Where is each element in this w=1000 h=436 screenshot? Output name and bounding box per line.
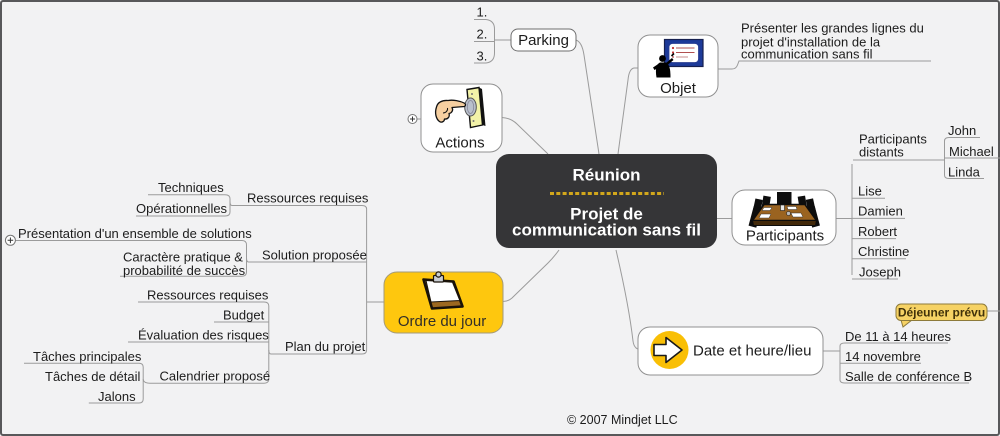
svg-text:Date et heure/lieu: Date et heure/lieu [693, 343, 811, 360]
svg-text:Déjeuner prévu: Déjeuner prévu [898, 306, 985, 320]
svg-text:Présenter les grandes lignes d: Présenter les grandes lignes du [741, 21, 924, 36]
svg-text:probabilité de succès: probabilité de succès [123, 263, 246, 278]
svg-text:Salle de conférence B: Salle de conférence B [845, 369, 972, 384]
svg-text:Jalons: Jalons [98, 389, 136, 404]
svg-text:Opérationnelles: Opérationnelles [136, 201, 228, 216]
svg-text:Robert: Robert [858, 224, 897, 239]
svg-text:Évaluation des risques: Évaluation des risques [138, 328, 269, 343]
svg-text:Tâches de détail: Tâches de détail [45, 369, 141, 384]
svg-text:3.: 3. [477, 49, 488, 64]
svg-text:Christine: Christine [858, 244, 909, 259]
svg-text:Budget: Budget [223, 308, 265, 323]
svg-text:Participants: Participants [746, 228, 824, 245]
svg-text:projet d'installation de la: projet d'installation de la [741, 35, 881, 50]
svg-text:Parking: Parking [518, 32, 569, 49]
svg-text:1.: 1. [477, 5, 488, 20]
svg-text:Calendrier proposé: Calendrier proposé [160, 368, 271, 383]
svg-text:© 2007 Mindjet LLC: © 2007 Mindjet LLC [567, 413, 678, 427]
svg-text:Damien: Damien [858, 204, 903, 219]
svg-text:2.: 2. [477, 27, 488, 42]
svg-text:14 novembre: 14 novembre [845, 349, 921, 364]
svg-text:Participants: Participants [859, 132, 927, 147]
svg-text:communication sans fil: communication sans fil [741, 47, 873, 62]
svg-text:Présentation d'un ensemble de: Présentation d'un ensemble de solutions [18, 226, 252, 241]
svg-text:Tâches principales: Tâches principales [33, 349, 142, 364]
svg-text:Solution proposée: Solution proposée [262, 247, 367, 262]
svg-text:Ressources requises: Ressources requises [147, 288, 269, 303]
svg-text:Actions: Actions [435, 135, 484, 152]
svg-text:John: John [948, 123, 976, 138]
svg-text:De 11 à 14 heures: De 11 à 14 heures [845, 329, 951, 344]
svg-text:Caractère pratique &: Caractère pratique & [123, 249, 243, 264]
svg-text:distants: distants [859, 145, 904, 160]
svg-text:Ordre du jour: Ordre du jour [398, 313, 486, 330]
svg-text:Techniques: Techniques [158, 180, 224, 195]
svg-text:Projet de: Projet de [570, 205, 643, 224]
svg-text:Michael: Michael [949, 144, 994, 159]
svg-text:communication sans fil: communication sans fil [512, 221, 701, 240]
svg-text:Réunion: Réunion [573, 166, 641, 185]
svg-text:Plan du projet: Plan du projet [285, 339, 366, 354]
svg-text:Objet: Objet [660, 80, 697, 97]
svg-text:Ressources requises: Ressources requises [247, 191, 369, 206]
svg-text:Lise: Lise [858, 184, 882, 199]
svg-text:Joseph: Joseph [859, 265, 901, 280]
svg-text:Linda: Linda [948, 165, 981, 180]
